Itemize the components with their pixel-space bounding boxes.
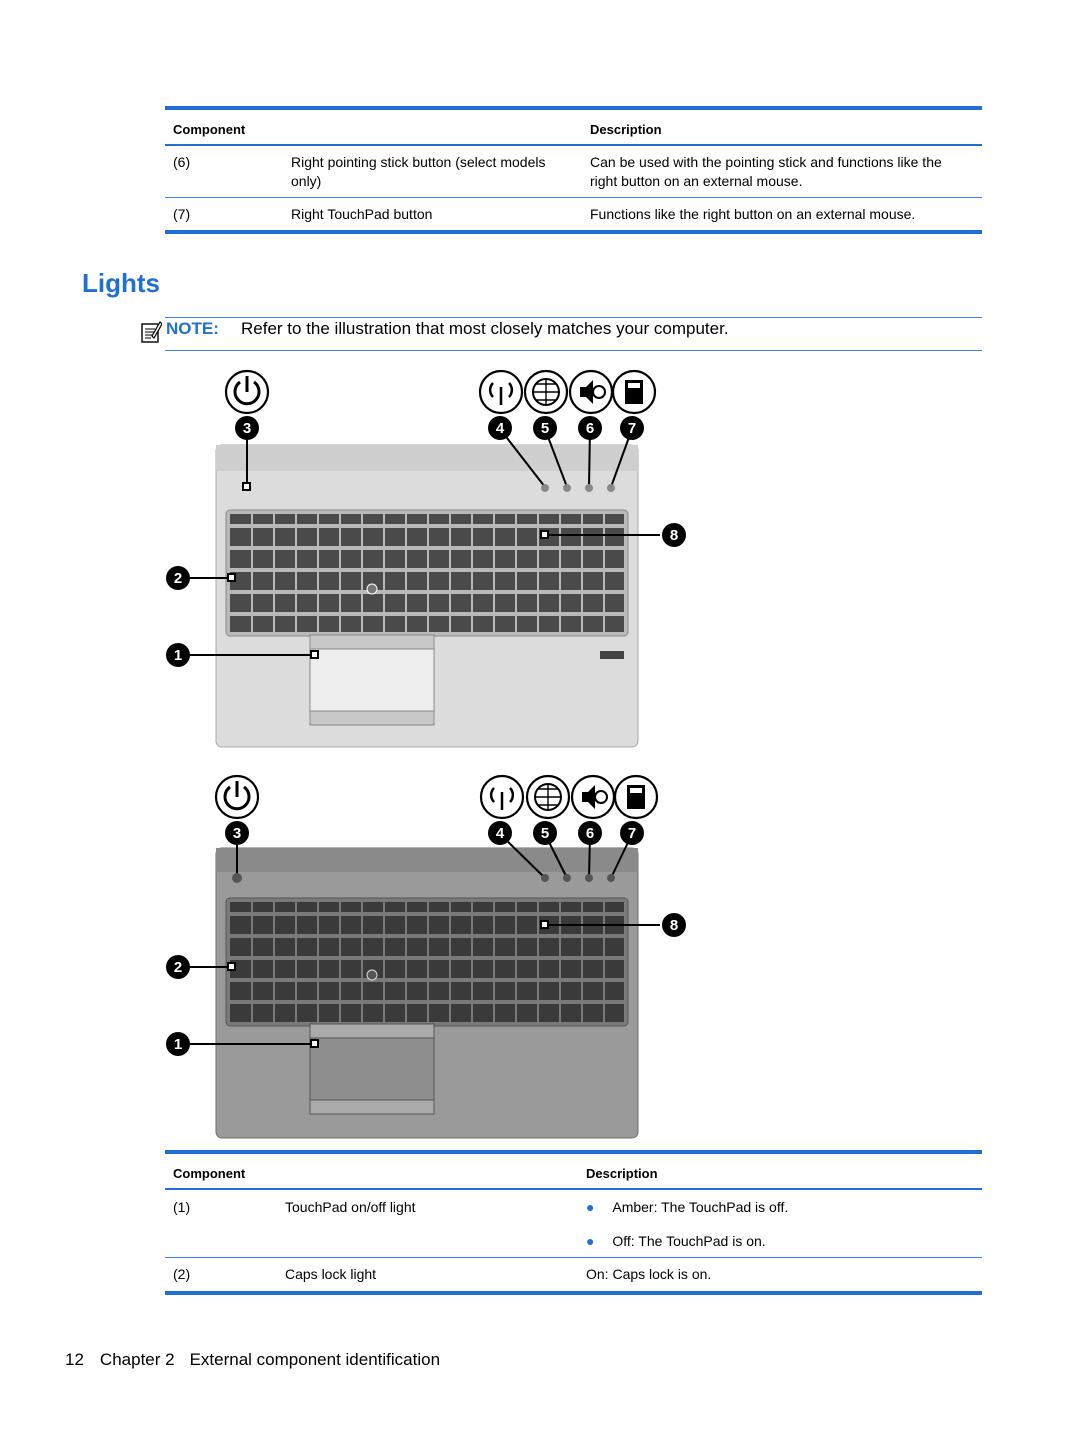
table-row: (7) Right TouchPad button Functions like… bbox=[165, 198, 982, 230]
keyboard-illustration-light: 3 2 1 4 5 6 7 8 bbox=[166, 369, 686, 748]
table-header: Component Description bbox=[165, 110, 982, 144]
row-component: TouchPad on/off light bbox=[285, 1199, 416, 1215]
row-description: Can be used with the pointing stick and … bbox=[590, 153, 942, 191]
callout-2: 2 bbox=[174, 570, 182, 587]
table-rule bbox=[165, 144, 982, 146]
bullet-item: ● Amber: The TouchPad is off. bbox=[586, 1198, 788, 1217]
table-rule bbox=[165, 106, 982, 110]
note-box: NOTE: Refer to the illustration that mos… bbox=[140, 317, 982, 351]
callout-7: 7 bbox=[628, 825, 636, 842]
note-rule bbox=[165, 317, 982, 318]
table-rule bbox=[165, 197, 982, 198]
callout-4: 4 bbox=[496, 825, 505, 842]
table-row: (1) TouchPad on/off light ● Amber: The T… bbox=[165, 1190, 982, 1257]
callout-1: 1 bbox=[174, 1036, 182, 1053]
bullet-icon: ● bbox=[586, 1199, 595, 1215]
component-table-bottom: Component Description (1) TouchPad on/of… bbox=[165, 1150, 982, 1295]
callout-5: 5 bbox=[541, 825, 549, 842]
header-component: Component bbox=[173, 122, 246, 137]
callout-8: 8 bbox=[670, 917, 678, 934]
row-number: (6) bbox=[173, 154, 191, 170]
bullet-icon: ● bbox=[586, 1233, 595, 1249]
callout-6: 6 bbox=[586, 420, 594, 437]
note-label: NOTE: bbox=[166, 319, 219, 338]
callout-7: 7 bbox=[628, 420, 636, 437]
bullet-text: Amber: The TouchPad is off. bbox=[612, 1199, 789, 1215]
callout-3: 3 bbox=[233, 825, 241, 842]
chapter-label: Chapter 2 bbox=[99, 1350, 175, 1369]
row-component: Caps lock light bbox=[285, 1266, 377, 1282]
callout-3: 3 bbox=[243, 420, 251, 437]
header-description: Description bbox=[586, 1166, 658, 1181]
bullet-text: Off: The TouchPad is on. bbox=[612, 1233, 766, 1249]
component-table-top: Component Description (6) Right pointing… bbox=[165, 106, 982, 234]
row-description-line: right button on an external mouse. bbox=[590, 173, 803, 189]
row-description-line: Can be used with the pointing stick and … bbox=[590, 154, 942, 170]
row-description: Functions like the right button on an ex… bbox=[590, 206, 916, 222]
table-rule bbox=[165, 1257, 982, 1258]
page-footer: 12 Chapter 2 External component identifica… bbox=[65, 1350, 456, 1370]
note-rule bbox=[165, 350, 982, 351]
row-component: Right pointing stick button (select mode… bbox=[291, 153, 545, 191]
table-rule bbox=[165, 1150, 982, 1154]
header-description: Description bbox=[590, 122, 662, 137]
row-number: (2) bbox=[173, 1266, 191, 1282]
table-rule bbox=[165, 1291, 982, 1295]
callout-2: 2 bbox=[174, 959, 182, 976]
row-component: Right TouchPad button bbox=[291, 206, 433, 222]
note-icon bbox=[141, 321, 162, 343]
table-rule bbox=[165, 1188, 982, 1190]
bullet-item: ● Off: The TouchPad is on. bbox=[586, 1232, 766, 1251]
row-number: (1) bbox=[173, 1199, 191, 1215]
row-description: On: Caps lock is on. bbox=[586, 1266, 712, 1282]
callout-5: 5 bbox=[541, 420, 549, 437]
section-title: Lights bbox=[82, 268, 160, 298]
table-row: (2) Caps lock light On: Caps lock is on. bbox=[165, 1258, 982, 1291]
row-component-line: Right pointing stick button (select mode… bbox=[291, 154, 546, 170]
keyboard-illustration-dark: 3 2 1 4 5 6 7 8 bbox=[166, 774, 686, 1139]
header-component: Component bbox=[173, 1166, 246, 1181]
row-number: (7) bbox=[173, 206, 191, 222]
callout-1: 1 bbox=[174, 647, 182, 664]
chapter-title: External component identification bbox=[189, 1350, 441, 1369]
page-number: 12 bbox=[65, 1350, 84, 1369]
table-row: (6) Right pointing stick button (select … bbox=[165, 146, 982, 197]
note-text: Refer to the illustration that most clos… bbox=[241, 319, 729, 338]
row-component-line: only) bbox=[291, 173, 322, 189]
table-header: Component Description bbox=[165, 1154, 982, 1188]
table-rule bbox=[165, 230, 982, 234]
callout-6: 6 bbox=[586, 825, 594, 842]
callout-8: 8 bbox=[670, 527, 678, 544]
callout-4: 4 bbox=[496, 420, 505, 437]
